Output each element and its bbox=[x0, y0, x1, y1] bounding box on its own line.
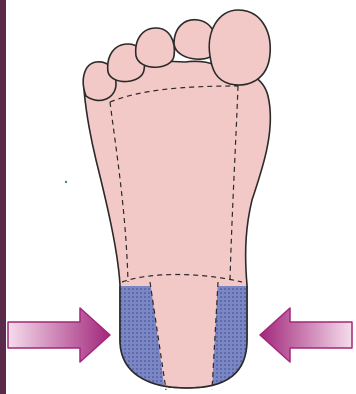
heel-pad-right bbox=[212, 280, 260, 392]
speck bbox=[65, 181, 67, 183]
toe-big bbox=[209, 10, 270, 85]
toe-third bbox=[136, 28, 175, 67]
left-compression-arrow bbox=[8, 308, 110, 362]
right-compression-arrow bbox=[260, 308, 352, 362]
